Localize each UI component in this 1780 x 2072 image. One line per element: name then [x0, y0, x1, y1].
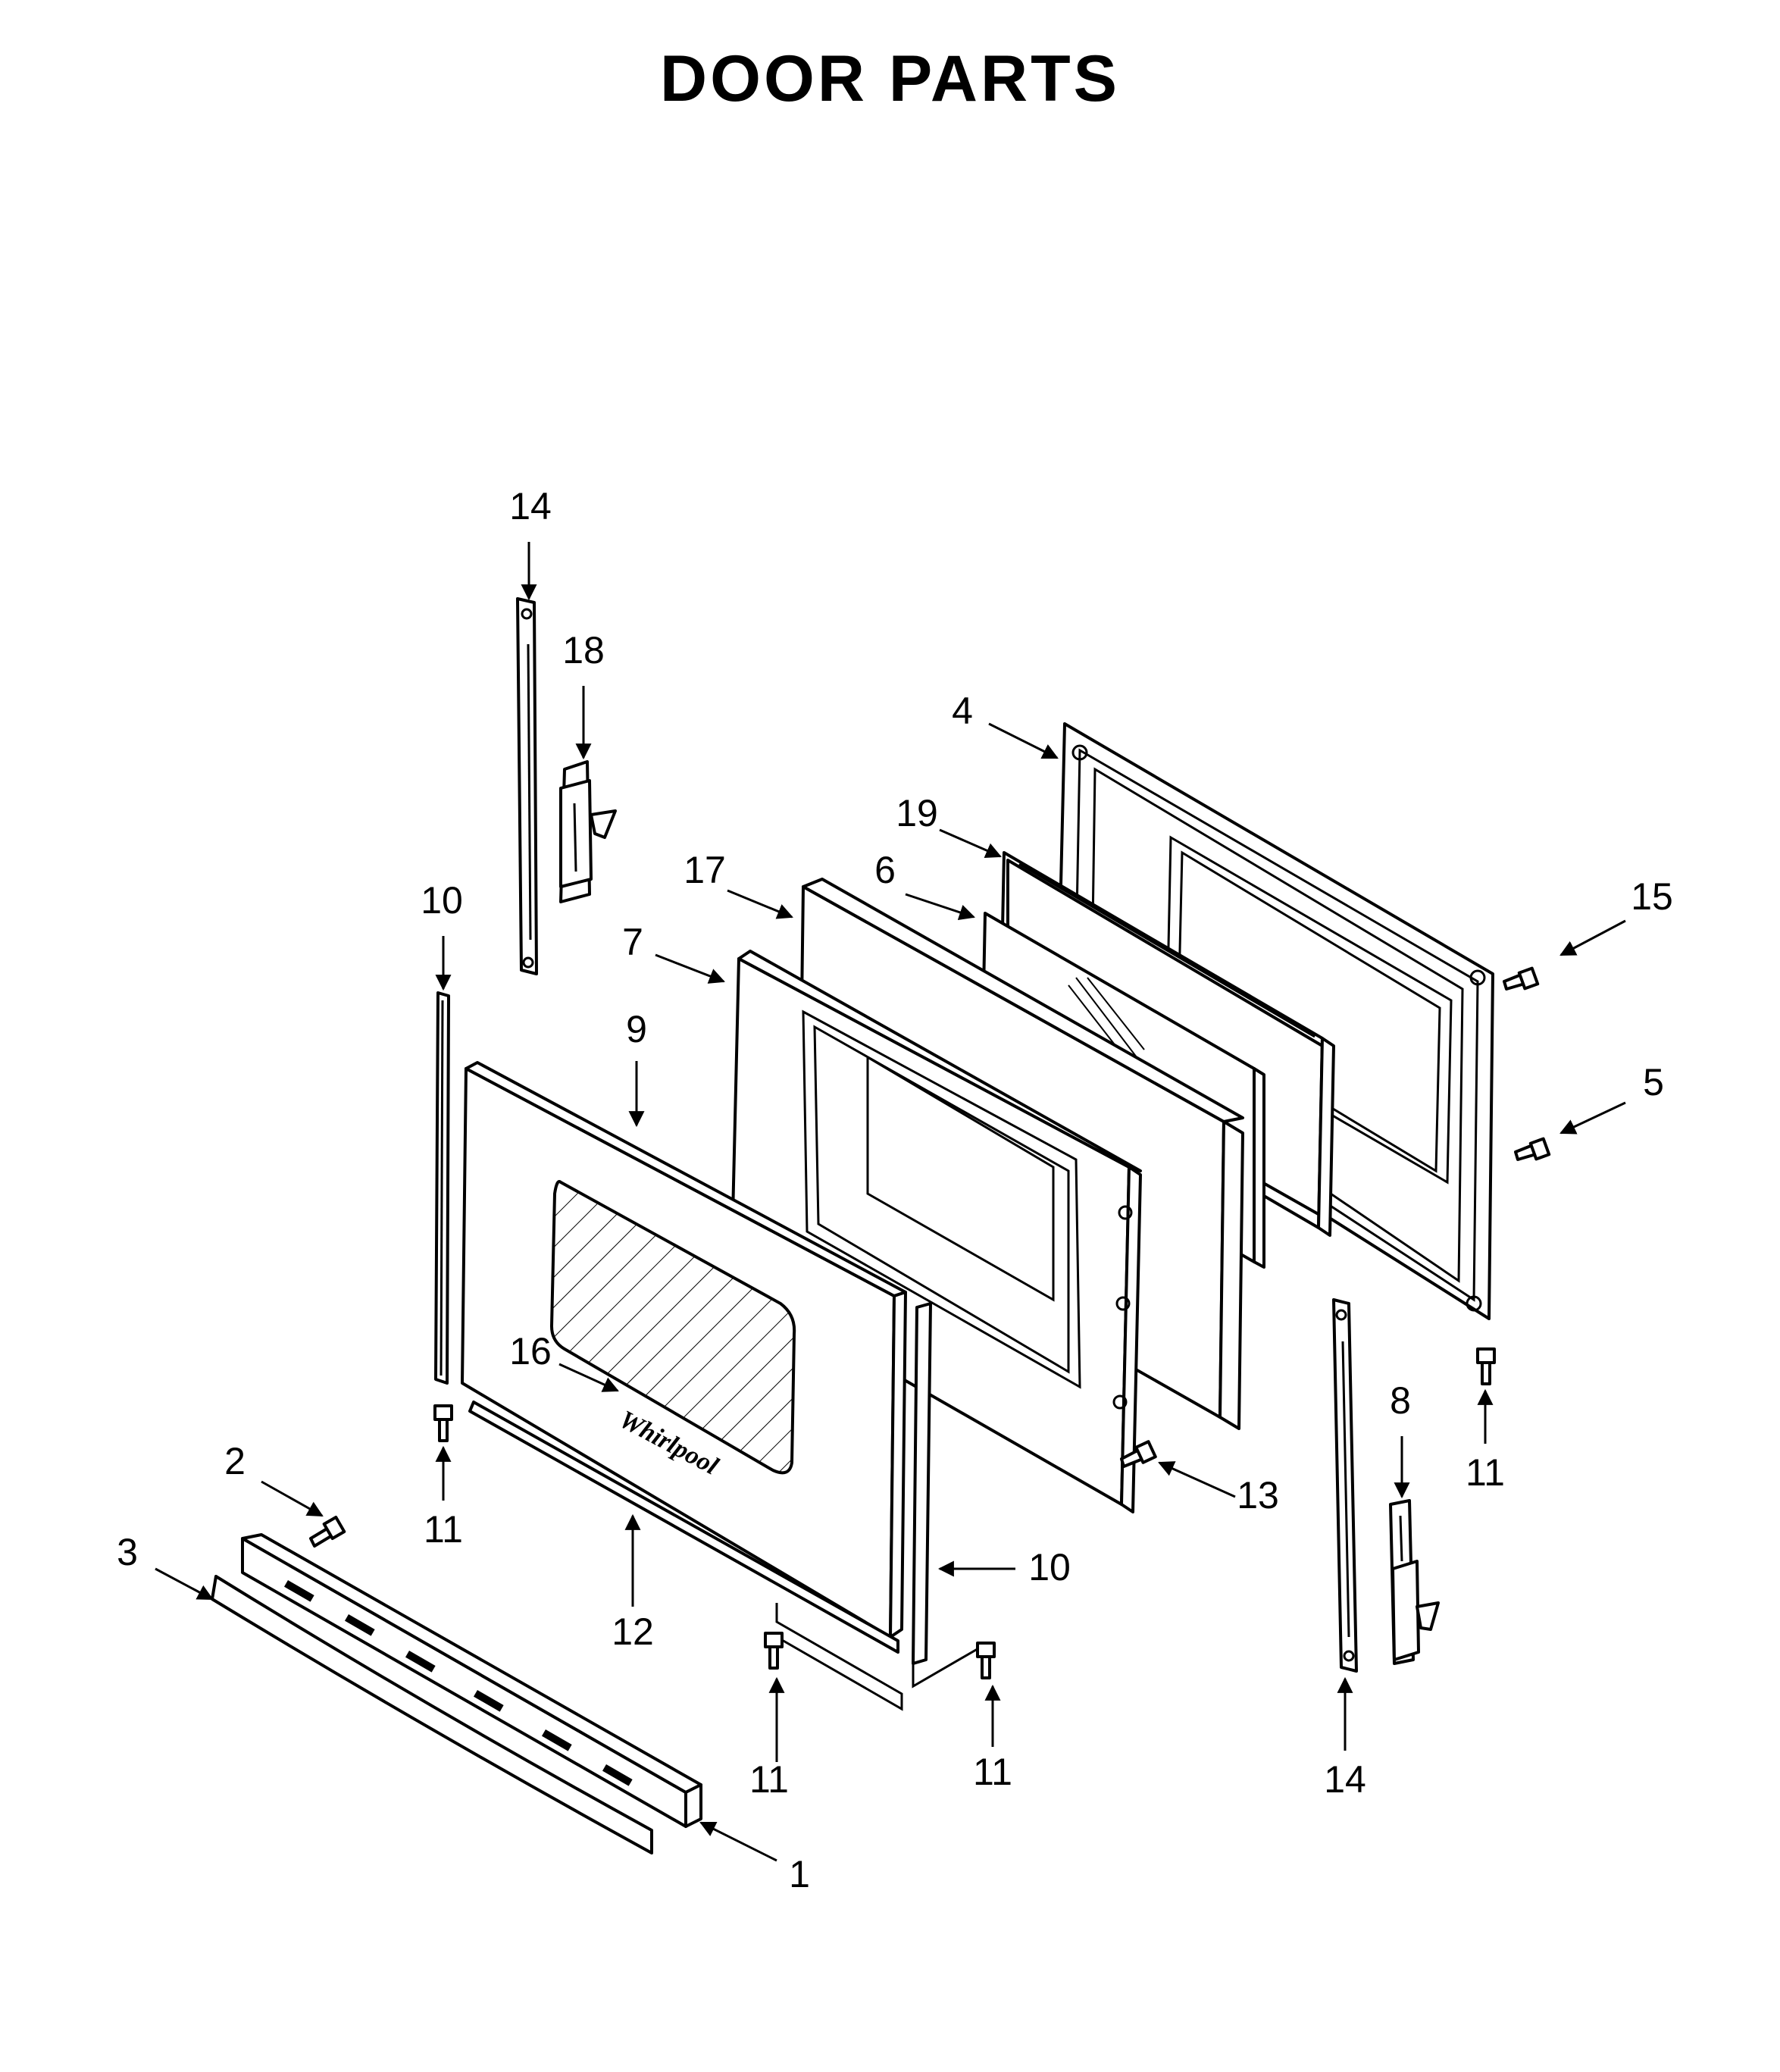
screw-15 [1503, 966, 1540, 991]
callout-11-a: 11 [424, 1508, 463, 1551]
callout-15: 15 [1631, 875, 1673, 918]
handle-vents [283, 1580, 633, 1786]
callout-labels: 14 18 10 4 19 6 17 7 9 15 5 16 2 3 11 12… [117, 485, 1673, 1895]
page-title: DOOR PARTS [660, 42, 1120, 115]
callout-11-b: 11 [749, 1758, 789, 1801]
callout-7: 7 [622, 921, 643, 963]
callout-3: 3 [117, 1531, 138, 1573]
callout-6: 6 [874, 849, 896, 891]
hinge-left [559, 760, 617, 903]
side-trim-left [434, 991, 450, 1385]
side-trim-right [775, 1302, 986, 1711]
callout-14-bottom: 14 [1324, 1758, 1366, 1801]
callout-10-right: 10 [1028, 1546, 1071, 1588]
callout-5: 5 [1643, 1061, 1664, 1103]
screw-11-b [764, 1632, 784, 1670]
hinge-right [1389, 1499, 1440, 1665]
callout-10-left: 10 [421, 879, 463, 922]
callout-18: 18 [562, 629, 605, 671]
callout-13: 13 [1237, 1474, 1279, 1516]
callout-2: 2 [224, 1440, 246, 1482]
callout-4: 4 [952, 690, 973, 732]
hinge-bar-left [516, 597, 538, 975]
screw-2 [309, 1515, 346, 1548]
screw-13 [1120, 1440, 1157, 1468]
callout-9: 9 [626, 1008, 647, 1050]
outer-door-panel [461, 1061, 907, 1639]
callout-1: 1 [789, 1853, 810, 1895]
callout-11-d: 11 [1466, 1451, 1505, 1494]
screw-5 [1514, 1137, 1551, 1161]
screw-11-d [1476, 1347, 1496, 1385]
door-frame [730, 950, 1142, 1513]
callout-19: 19 [896, 792, 938, 834]
callout-17: 17 [684, 849, 726, 891]
callout-12: 12 [612, 1610, 654, 1653]
door-handle [211, 1533, 702, 1854]
callout-8: 8 [1390, 1379, 1411, 1422]
callout-11-c: 11 [973, 1751, 1012, 1793]
screw-11-c [976, 1642, 996, 1679]
hinge-bar-right [1332, 1298, 1358, 1673]
leader-lines [155, 542, 1626, 1862]
screw-11-a [433, 1404, 453, 1442]
bottom-trim [468, 1401, 899, 1654]
callout-14-top: 14 [509, 485, 552, 527]
callout-16: 16 [509, 1330, 552, 1372]
